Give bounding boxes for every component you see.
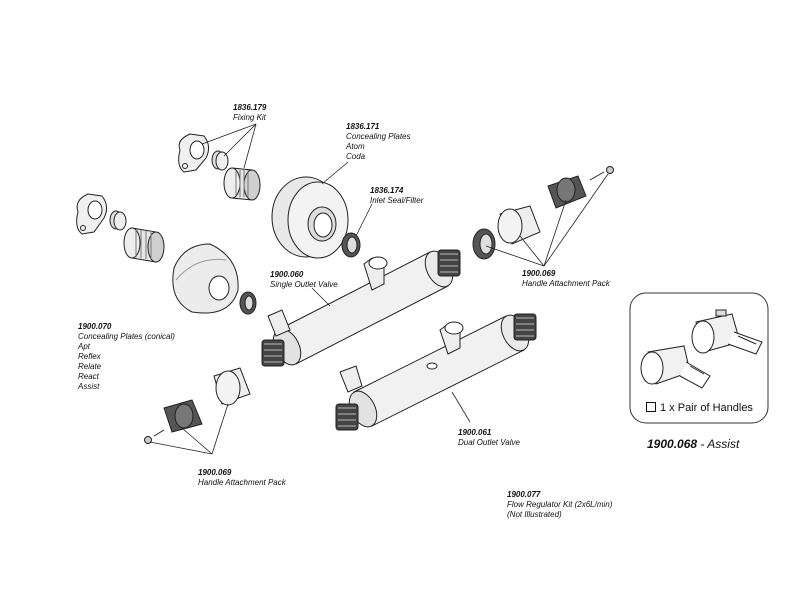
part-name: Concealing Plates — [346, 132, 411, 141]
label-concealing-plates: 1836.171 Concealing Plates Atom Coda — [346, 122, 410, 162]
variant-name: Atom — [346, 142, 365, 151]
label-handle-pack-bottom: 1900.069 Handle Attachment Pack — [198, 468, 286, 488]
label-inlet-seal: 1836.174 Inlet Seal/Filter — [370, 186, 423, 206]
checkbox-icon — [646, 402, 656, 412]
note-text: (Not Illustrated) — [507, 510, 562, 519]
part-code: 1900.069 — [198, 468, 232, 477]
variant-name: Reflex — [78, 352, 101, 361]
label-single-outlet-valve: 1900.060 Single Outlet Valve — [270, 270, 338, 290]
handle-attachment-bottom — [144, 367, 251, 444]
part-code: 1900.069 — [522, 269, 556, 278]
fixing-bracket-left — [76, 193, 108, 235]
inset-caption-text: 1 x Pair of Handles — [660, 402, 753, 414]
label-fixing-kit: 1836.179 Fixing Kit — [233, 103, 266, 123]
part-code: 1900.061 — [458, 428, 492, 437]
cartridge-dual-right — [513, 313, 537, 341]
part-code: 1900.070 — [78, 322, 112, 331]
part-name: Fixing Kit — [233, 113, 266, 122]
part-code: 1900.060 — [270, 270, 304, 279]
leader-lines — [149, 123, 609, 455]
part-code: 1836.179 — [233, 103, 267, 112]
handle-lever-front — [640, 345, 711, 389]
part-name: Single Outlet Valve — [270, 280, 338, 289]
label-handle-pack-top: 1900.069 Handle Attachment Pack — [522, 269, 610, 289]
cartridge-single-left — [261, 339, 285, 367]
part-code: 1900.077 — [507, 490, 541, 499]
fixing-bracket-top — [178, 133, 210, 173]
variant-name: React — [78, 372, 99, 381]
inlet-seal-lower — [239, 291, 257, 315]
threaded-adaptor-left — [123, 227, 165, 263]
inlet-seal — [341, 232, 361, 258]
label-conical-plates: 1900.070 Concealing Plates (conical) Apt… — [78, 322, 175, 392]
label-flow-regulator: 1900.077 Flow Regulator Kit (2x6L/min) (… — [507, 490, 612, 520]
handle-lever-back — [691, 309, 763, 355]
cartridge-dual-left — [335, 403, 359, 431]
part-name: Handle Attachment Pack — [522, 279, 610, 288]
inset-title: 1900.068 - Assist — [647, 437, 739, 451]
part-code: 1836.171 — [346, 122, 380, 131]
cartridge-single-right — [437, 249, 461, 277]
fixing-ring-top — [211, 150, 229, 171]
concealing-plate-round — [271, 176, 349, 259]
dual-outlet-valve — [335, 313, 537, 431]
label-dual-outlet-valve: 1900.061 Dual Outlet Valve — [458, 428, 520, 448]
fixing-ring-left — [109, 210, 127, 231]
variant-name: Assist — [78, 382, 100, 391]
part-name: Handle Attachment Pack — [198, 478, 286, 487]
part-code: 1836.174 — [370, 186, 404, 195]
handle-attachment-top — [472, 166, 614, 260]
part-name: Dual Outlet Valve — [458, 438, 520, 447]
inset-name: - Assist — [700, 437, 740, 451]
part-name: Concealing Plates (conical) — [78, 332, 175, 341]
single-outlet-valve — [261, 249, 461, 367]
inset-caption: 1 x Pair of Handles — [646, 402, 753, 414]
concealing-plate-conical — [172, 243, 239, 314]
threaded-adaptor-top — [223, 167, 261, 201]
variant-name: Coda — [346, 152, 366, 161]
part-name: Flow Regulator Kit (2x6L/min) — [507, 500, 613, 509]
variant-name: Apt — [78, 342, 91, 351]
inset-code: 1900.068 — [647, 437, 698, 451]
part-name: Inlet Seal/Filter — [370, 196, 424, 205]
handles-inset-box — [629, 292, 769, 424]
variant-name: Relate — [78, 362, 102, 371]
